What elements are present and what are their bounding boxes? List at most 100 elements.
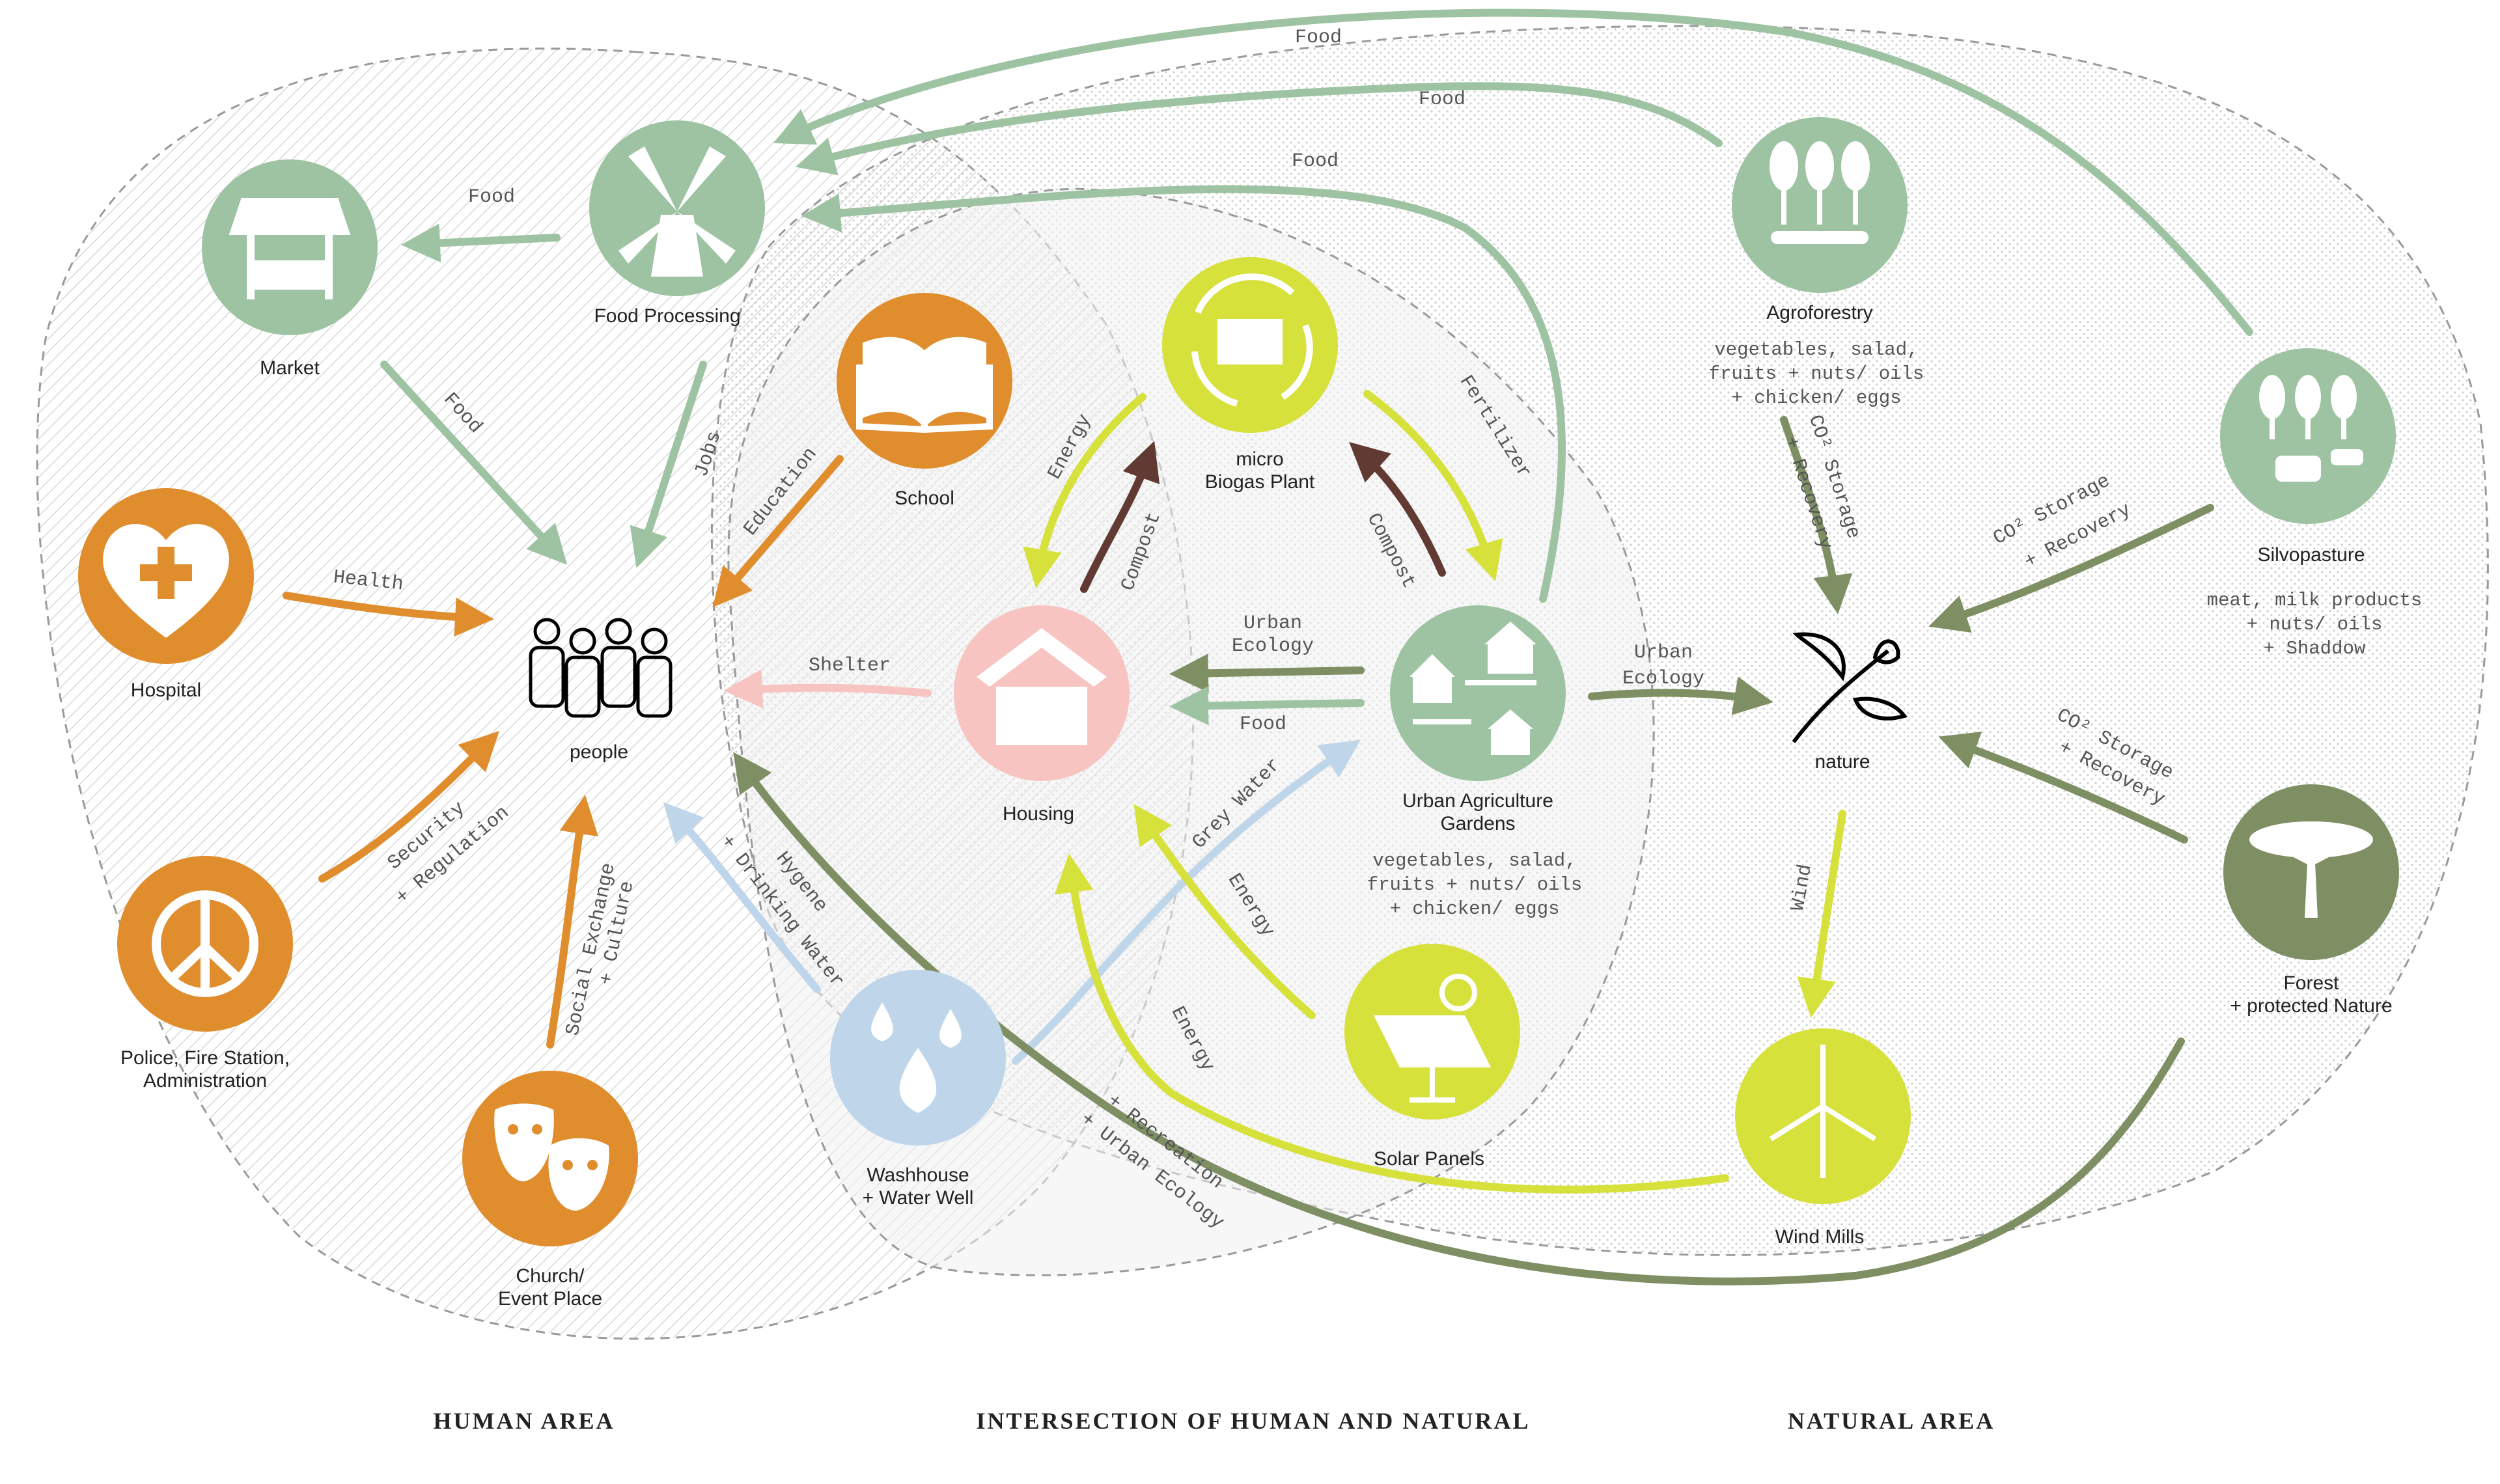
- water-drops-icon: [871, 1002, 962, 1113]
- food-processing-label: Food Processing: [594, 305, 740, 327]
- arrow-gardens-compost-biogas: [1349, 441, 1446, 577]
- node-police: Police, Fire Station, Administration: [117, 856, 293, 1092]
- hospital-label: Hospital: [131, 680, 201, 701]
- arrow-police-people: [318, 731, 499, 883]
- label-food-housing: Food: [1240, 713, 1286, 735]
- arrow-forest-recreation-people: [733, 752, 2185, 1285]
- book-icon: [856, 337, 993, 433]
- node-biogas-plant: micro Biogas Plant: [1162, 257, 1338, 493]
- trees-crops-icon: [1770, 141, 1870, 244]
- biogas-label-line1: micro: [1236, 448, 1283, 470]
- theater-masks-icon: [494, 1103, 609, 1211]
- gardens-label-line2: Gardens: [1440, 813, 1515, 834]
- arrow-forest-nature: [1938, 732, 2188, 844]
- windmills-label: Wind Mills: [1775, 1226, 1865, 1248]
- trees-cattle-icon: [2259, 375, 2363, 482]
- church-label-line2: Event Place: [498, 1288, 602, 1310]
- node-people: people: [529, 618, 673, 763]
- natural-area-title: NATURAL AREA: [1788, 1408, 1995, 1434]
- arrow-gardens-nature: [1588, 676, 1773, 715]
- arrow-jobs-people: [630, 361, 707, 568]
- market-stall-icon: [229, 198, 351, 299]
- house-icon: [977, 628, 1107, 745]
- node-silvopasture: Silvopasture meat, milk products + nuts/…: [2207, 348, 2423, 659]
- agroforestry-label: Agroforestry: [1766, 302, 1872, 323]
- arrow-silvopasture-food: [773, 8, 2253, 336]
- recycle-icon: [1191, 273, 1313, 407]
- node-hospital: Hospital: [78, 488, 254, 701]
- arrow-food-processing-market: [401, 223, 561, 263]
- arrow-housing-people: [723, 669, 932, 709]
- agro-detail-line3: + chicken/ eggs: [1731, 387, 1901, 409]
- label-food-top3: Food: [1292, 150, 1339, 172]
- flow-arrows: [283, 8, 2253, 1285]
- wind-turbine-icon: [1769, 1045, 1877, 1178]
- arrow-nature-windmills: [1797, 810, 1846, 1018]
- arrow-housing-compost-biogas: [1080, 441, 1160, 593]
- gardens-detail-line2: fruits + nuts/ oils: [1367, 874, 1583, 896]
- human-area-title: HUMAN AREA: [434, 1408, 615, 1434]
- gardens-detail-line3: + chicken/ eggs: [1389, 898, 1559, 920]
- church-label-line1: Church/: [516, 1265, 585, 1287]
- intersection-area-title: INTERSECTION OF HUMAN AND NATURAL: [976, 1408, 1530, 1434]
- arrow-gardens-urban-ecology-housing: [1169, 653, 1365, 693]
- label-food-top2: Food: [1419, 89, 1465, 111]
- arrow-washhouse-people: [663, 802, 821, 993]
- label-shelter: Shelter: [809, 655, 891, 677]
- arrow-biogas-fertilizer-gardens: [1363, 390, 1503, 581]
- nodes: Market Food Processing School: [78, 117, 2422, 1310]
- silvo-detail-line3: + Shaddow: [2264, 638, 2366, 659]
- area-titles: HUMAN AREA INTERSECTION OF HUMAN AND NAT…: [434, 1408, 1995, 1434]
- silvo-detail-line2: + nuts/ oils: [2247, 614, 2383, 635]
- label-urban-nature-line1: Urban: [1634, 642, 1693, 664]
- label-urban-ecology-line2: Ecology: [1232, 635, 1314, 657]
- node-school: School: [837, 293, 1012, 509]
- agro-detail-line1: vegetables, salad,: [1714, 339, 1918, 361]
- people-group-icon: [529, 618, 673, 718]
- acacia-tree-icon: [2249, 821, 2373, 918]
- silvopasture-label: Silvopasture: [2257, 544, 2365, 566]
- washhouse-label-line2: + Water Well: [863, 1187, 974, 1209]
- node-food-processing: Food Processing: [589, 120, 765, 327]
- arrow-silvopasture-nature: [1928, 504, 2214, 633]
- agro-detail-line2: fruits + nuts/ oils: [1709, 363, 1924, 385]
- node-windmills: Wind Mills: [1735, 1028, 1911, 1248]
- housing-label: Housing: [1003, 803, 1074, 825]
- nature-label: nature: [1814, 751, 1870, 773]
- arrow-biogas-housing: [1023, 393, 1146, 588]
- node-washhouse: Washhouse + Water Well: [830, 970, 1006, 1209]
- forest-label-line1: Forest: [2283, 972, 2339, 994]
- node-nature: nature: [1792, 632, 1908, 773]
- gardens-detail-line1: vegetables, salad,: [1372, 850, 1576, 872]
- forest-label-line2: + protected Nature: [2230, 995, 2392, 1017]
- node-housing: Housing: [954, 605, 1130, 825]
- silvo-detail-line1: meat, milk products: [2207, 590, 2423, 611]
- garden-houses-icon: [1410, 622, 1536, 755]
- washhouse-label-line1: Washhouse: [867, 1164, 969, 1186]
- gardens-label-line1: Urban Agriculture: [1402, 790, 1553, 812]
- node-church: Church/ Event Place: [462, 1071, 638, 1310]
- arrow-agroforestry-nature: [1780, 416, 1853, 614]
- node-forest: Forest + protected Nature: [2223, 784, 2399, 1017]
- solar-label: Solar Panels: [1374, 1148, 1484, 1170]
- arrow-market-people: [380, 361, 568, 565]
- node-market: Market: [202, 159, 378, 379]
- arrow-gardens-food-processing: [801, 185, 1566, 603]
- windmill-icon: [618, 146, 736, 277]
- arrow-solar-housing: [1133, 804, 1316, 1019]
- arrow-school-people: [712, 455, 844, 608]
- school-label: School: [895, 488, 954, 509]
- arrow-church-people: [546, 795, 599, 1049]
- arrow-windmills-housing: [1054, 853, 1729, 1194]
- market-label: Market: [260, 357, 320, 379]
- peace-icon: [152, 890, 258, 997]
- node-solar: Solar Panels: [1344, 944, 1520, 1170]
- solar-panel-icon: [1374, 974, 1491, 1103]
- node-agroforestry: Agroforestry vegetables, salad, fruits +…: [1709, 117, 1924, 409]
- arrow-agroforestry-food: [795, 82, 1723, 176]
- arrow-washhouse-grey-water-gardens: [1012, 739, 1361, 1065]
- label-food-market: Food: [468, 186, 515, 208]
- police-label-line1: Police, Fire Station,: [120, 1047, 290, 1069]
- arrow-gardens-food-housing: [1169, 686, 1365, 726]
